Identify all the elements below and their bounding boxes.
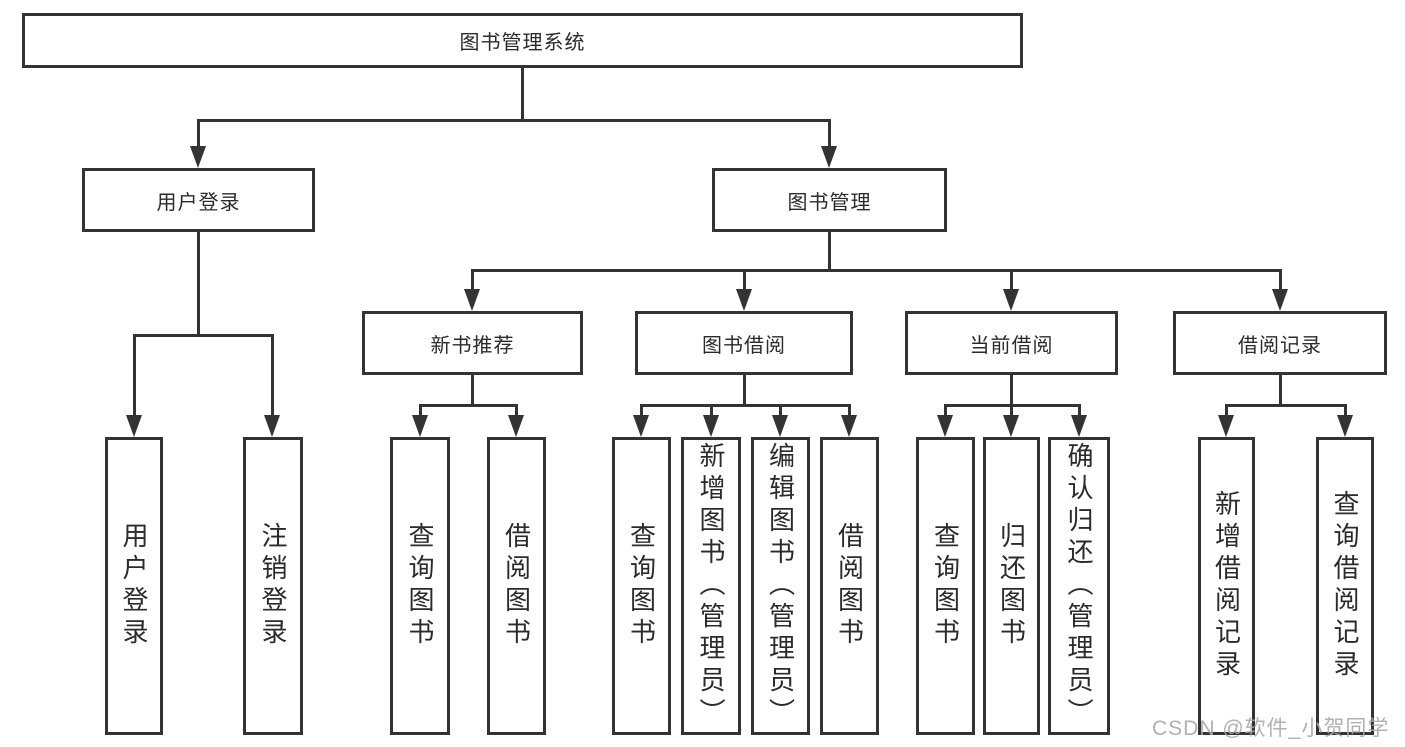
connector-vline — [271, 334, 274, 415]
connector-vline — [521, 68, 524, 120]
node-current-borrowing: 当前借阅 — [905, 311, 1118, 375]
leaf-borrow-books: 借阅图书 — [820, 437, 879, 735]
node-borrowing-records: 借阅记录 — [1173, 311, 1387, 375]
connector-hline — [419, 404, 518, 407]
connector-vline — [1010, 269, 1013, 291]
arrow-down-icon — [841, 415, 857, 437]
arrow-down-icon — [264, 415, 280, 437]
connector-vline — [197, 232, 200, 335]
connector-vline — [197, 119, 200, 146]
watermark: CSDN @软件_小贺同学 — [1152, 717, 1390, 740]
arrow-down-icon — [1003, 289, 1019, 311]
leaf-borrow-books: 借阅图书 — [487, 437, 546, 735]
leaf-query-borrow-record: 查询借阅记录 — [1316, 437, 1374, 735]
arrow-down-icon — [464, 289, 480, 311]
leaf-query-books: 查询图书 — [390, 437, 450, 735]
arrow-down-icon — [633, 415, 649, 437]
connector-vline — [471, 375, 474, 406]
connector-vline — [419, 404, 422, 416]
arrow-down-icon — [1003, 415, 1019, 437]
node-book-management: 图书管理 — [712, 168, 947, 232]
connector-vline — [828, 119, 831, 146]
node-new-book-recommendation: 新书推荐 — [362, 311, 583, 375]
connector-hline — [198, 119, 830, 122]
connector-vline — [640, 404, 643, 416]
connector-vline — [944, 404, 947, 416]
connector-hline — [640, 404, 851, 407]
node-book-borrowing: 图书借阅 — [635, 311, 853, 375]
connector-vline — [1010, 375, 1013, 406]
leaf-logout: 注销登录 — [243, 437, 303, 735]
connector-hline — [133, 334, 274, 337]
connector-vline — [133, 334, 136, 415]
connector-vline — [1010, 404, 1013, 416]
connector-vline — [828, 232, 831, 270]
connector-vline — [779, 404, 782, 416]
connector-vline — [1225, 404, 1228, 416]
leaf-add-books-admin: 新增图书（管理员） — [681, 437, 741, 735]
arrow-down-icon — [126, 415, 142, 437]
arrow-down-icon — [736, 289, 752, 311]
connector-vline — [1279, 375, 1282, 406]
arrow-down-icon — [1272, 289, 1288, 311]
leaf-add-borrow-record: 新增借阅记录 — [1198, 437, 1255, 735]
connector-vline — [710, 404, 713, 416]
arrow-down-icon — [508, 415, 524, 437]
connector-vline — [1279, 269, 1282, 291]
arrow-down-icon — [937, 415, 953, 437]
arrow-down-icon — [703, 415, 719, 437]
connector-vline — [515, 404, 518, 416]
connector-vline — [1344, 404, 1347, 416]
leaf-confirm-return-admin: 确认归还（管理员） — [1048, 437, 1110, 735]
arrow-down-icon — [412, 415, 428, 437]
leaf-user-login: 用户登录 — [105, 437, 163, 735]
node-library-management-system: 图书管理系统 — [22, 13, 1023, 68]
arrow-down-icon — [1337, 415, 1353, 437]
connector-vline — [1078, 404, 1081, 416]
connector-hline — [1225, 404, 1346, 407]
connector-vline — [471, 269, 474, 291]
arrow-down-icon — [772, 415, 788, 437]
leaf-query-books: 查询图书 — [612, 437, 671, 735]
connector-vline — [848, 404, 851, 416]
arrow-down-icon — [1071, 415, 1087, 437]
leaf-edit-books-admin: 编辑图书（管理员） — [751, 437, 810, 735]
connector-vline — [743, 375, 746, 406]
arrow-down-icon — [821, 146, 837, 168]
arrow-down-icon — [1218, 415, 1234, 437]
node-user-login: 用户登录 — [82, 168, 315, 232]
arrow-down-icon — [190, 146, 206, 168]
connector-vline — [743, 269, 746, 291]
leaf-return-books: 归还图书 — [983, 437, 1040, 735]
leaf-query-books: 查询图书 — [916, 437, 975, 735]
connector-hline — [471, 269, 1281, 272]
